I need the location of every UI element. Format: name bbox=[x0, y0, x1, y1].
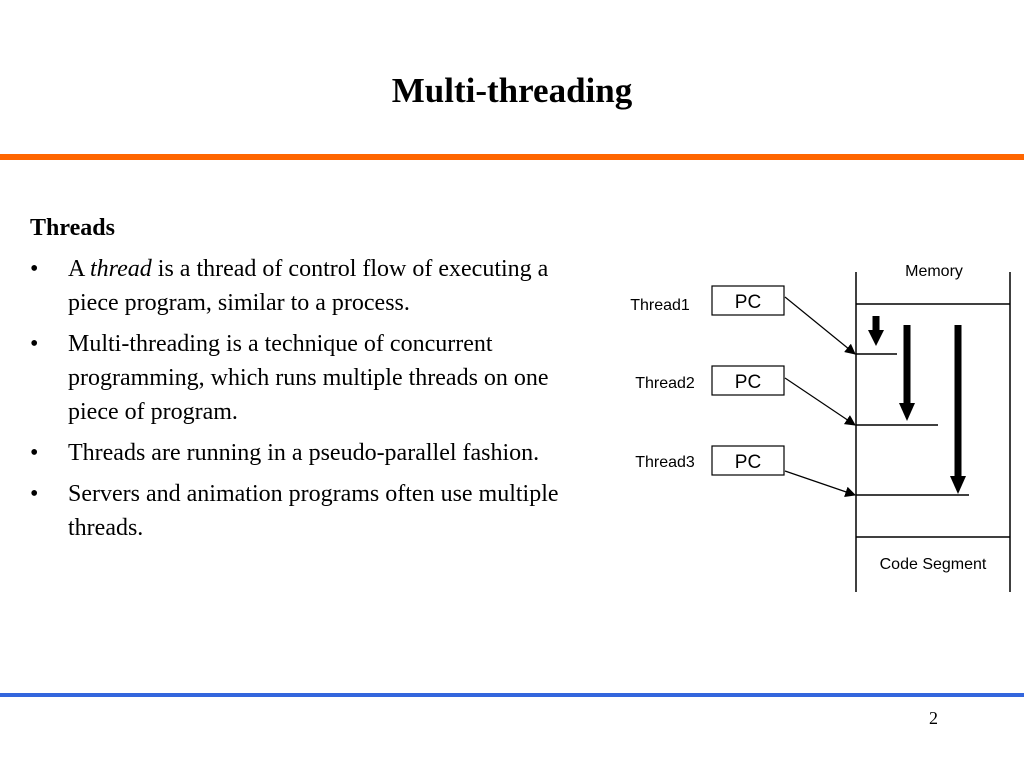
program-counter-label: PC bbox=[735, 292, 761, 313]
pc-pointer-arrow bbox=[784, 470, 857, 497]
memory-label: Memory bbox=[905, 263, 963, 280]
bullet-dot: • bbox=[30, 440, 39, 466]
title-divider-orange bbox=[0, 154, 1024, 160]
pc-pointer-arrow bbox=[784, 377, 856, 426]
bullet-list: • A thread is a thread of control flow o… bbox=[30, 252, 600, 545]
page-number: 2 bbox=[929, 708, 938, 728]
bullet-dot: • bbox=[30, 256, 39, 282]
bullet-item: • Threads are running in a pseudo-parall… bbox=[30, 436, 600, 470]
program-counter-label: PC bbox=[735, 452, 761, 473]
thread-label: Thread3 bbox=[635, 454, 695, 471]
slide-title: Multi-threading bbox=[391, 71, 633, 110]
bullet-dot: • bbox=[30, 331, 39, 357]
thread-label: Thread1 bbox=[630, 297, 690, 314]
execution-arrow-1 bbox=[868, 316, 884, 346]
slide-body: Threads • A thread is a thread of contro… bbox=[30, 210, 600, 552]
pc-pointer-arrow bbox=[784, 296, 856, 355]
section-heading: Threads bbox=[30, 215, 115, 241]
bullet-text-suffix: is a thread of control flow of executing… bbox=[68, 256, 549, 316]
bullet-text: Servers and animation programs often use… bbox=[68, 481, 559, 541]
thread-label: Thread2 bbox=[635, 375, 695, 392]
bullet-item: • Servers and animation programs often u… bbox=[30, 477, 600, 545]
bullet-text: Threads are running in a pseudo-parallel… bbox=[68, 440, 540, 466]
bullet-text-prefix: A bbox=[68, 256, 91, 282]
program-counter-box bbox=[711, 445, 785, 476]
bullet-text: Multi-threading is a technique of concur… bbox=[68, 331, 549, 425]
program-counter-box bbox=[711, 285, 785, 316]
program-counter-label: PC bbox=[735, 372, 761, 393]
bullet-dot: • bbox=[30, 481, 39, 507]
program-counter-box bbox=[711, 365, 785, 396]
bullet-text-emphasis: thread bbox=[90, 256, 152, 282]
code-segment-label: Code Segment bbox=[880, 556, 987, 573]
bullet-item: • Multi-threading is a technique of conc… bbox=[30, 327, 600, 429]
execution-arrow-2 bbox=[899, 325, 915, 421]
footer-divider-blue bbox=[0, 693, 1024, 697]
execution-arrow-3 bbox=[950, 325, 966, 494]
bullet-item: • A thread is a thread of control flow o… bbox=[30, 252, 600, 320]
